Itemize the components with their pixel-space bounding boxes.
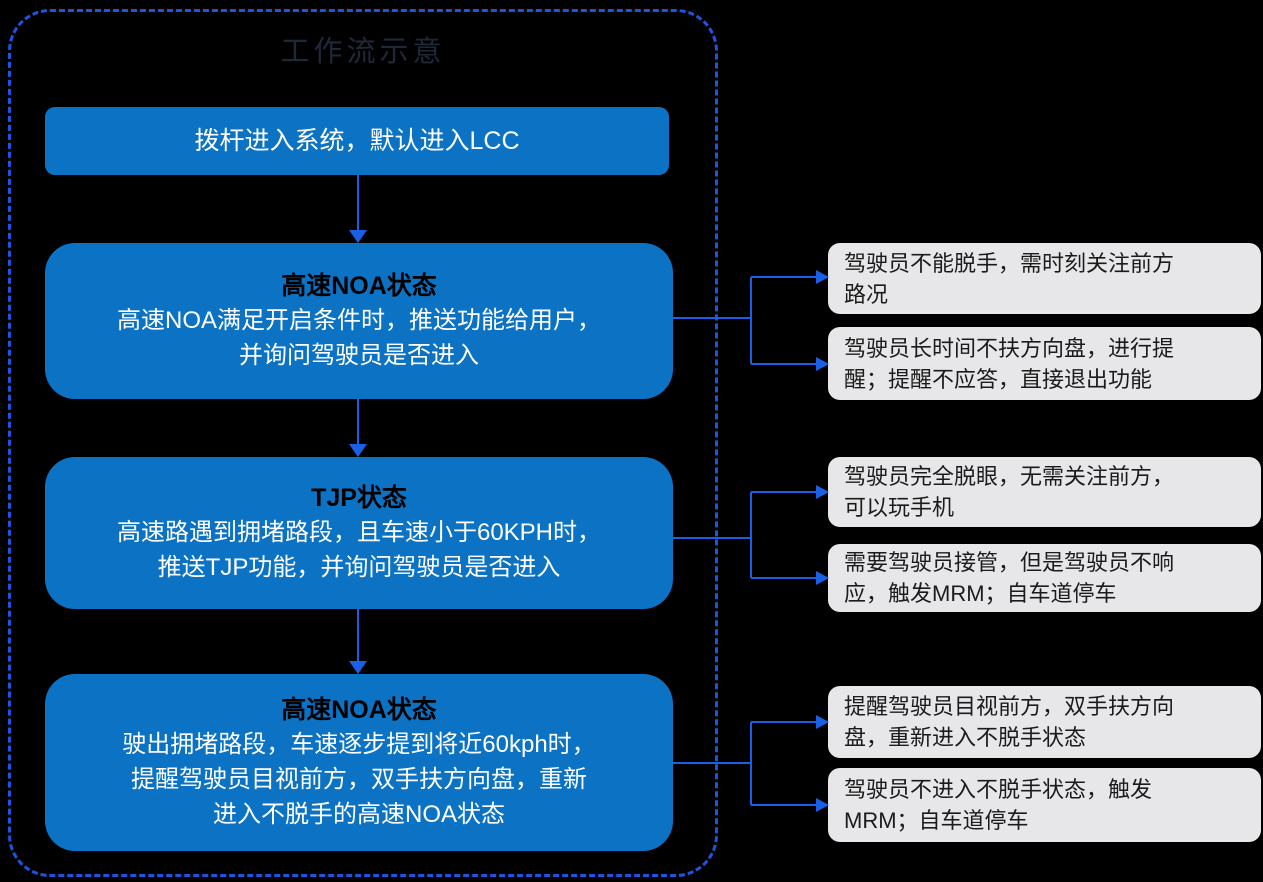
callout-takeover-mrm: 需要驾驶员接管，但是驾驶员不响 应，触发MRM；自车道停车 [828, 544, 1261, 612]
flow-step-lcc: 拨杆进入系统，默认进入LCC [45, 107, 669, 175]
diagram-title: 工作流示意 [280, 36, 446, 68]
flow-step-highway-noa-title: 高速NOA状态 [281, 272, 437, 300]
flow-step-tjp-body: 高速路遇到拥堵路段，且车速小于60KPH时， 推送TJP功能，并询问驾驶员是否进… [116, 519, 602, 581]
flow-step-highway-noa: 高速NOA状态 高速NOA满足开启条件时，推送功能给用户， 并询问驾驶员是否进入 [45, 243, 673, 399]
flow-step-highway-noa-return-title: 高速NOA状态 [281, 696, 437, 724]
callout-hands-on-required: 驾驶员不能脱手，需时刻关注前方 路况 [828, 243, 1261, 314]
workflow-frame-border [8, 9, 718, 877]
callout-reengage-hands-on: 提醒驾驶员目视前方，双手扶方向 盘，重新进入不脱手状态 [828, 686, 1261, 758]
callout-eyes-off-allowed: 驾驶员完全脱眼，无需关注前方， 可以玩手机 [828, 457, 1261, 527]
flow-step-lcc-text: 拨杆进入系统，默认进入LCC [194, 127, 520, 155]
flow-step-highway-noa-return-body: 驶出拥堵路段，车速逐步提到将近60kph时， 提醒驾驶员目视前方，双手扶方向盘，… [122, 731, 596, 828]
flow-step-highway-noa-return: 高速NOA状态 驶出拥堵路段，车速逐步提到将近60kph时， 提醒驾驶员目视前方… [45, 674, 673, 851]
callout-no-reengage-mrm: 驾驶员不进入不脱手状态，触发 MRM；自车道停车 [828, 768, 1261, 842]
flow-step-tjp-title: TJP状态 [311, 484, 407, 512]
flow-step-highway-noa-body: 高速NOA满足开启条件时，推送功能给用户， 并询问驾驶员是否进入 [116, 307, 601, 369]
flow-step-tjp: TJP状态 高速路遇到拥堵路段，且车速小于60KPH时， 推送TJP功能，并询问… [45, 457, 673, 609]
callout-hands-off-warning: 驾驶员长时间不扶方向盘，进行提 醒；提醒不应答，直接退出功能 [828, 327, 1261, 400]
